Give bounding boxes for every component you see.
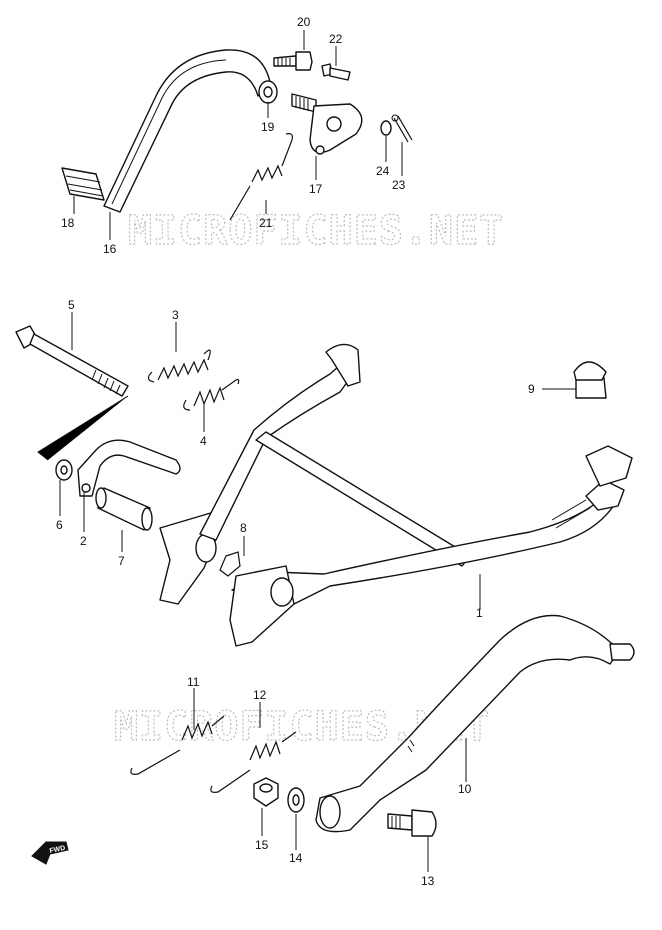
callout-2: 2 bbox=[80, 534, 87, 548]
spring-21 bbox=[229, 133, 293, 221]
callout-13: 13 bbox=[421, 874, 435, 888]
shift-lever-rubber bbox=[61, 167, 105, 201]
callout-18: 18 bbox=[61, 216, 75, 230]
washer-19 bbox=[258, 80, 278, 104]
spring-12 bbox=[210, 731, 297, 793]
callout-21: 21 bbox=[259, 216, 273, 230]
spring-3 bbox=[147, 349, 211, 383]
callout-11: 11 bbox=[187, 675, 200, 689]
pivot-bolt-13 bbox=[387, 809, 437, 837]
callout-17: 17 bbox=[309, 182, 323, 196]
fwd-label: FWD bbox=[49, 845, 66, 855]
collar-7 bbox=[95, 487, 153, 531]
callout-6: 6 bbox=[56, 518, 63, 532]
callout-22: 22 bbox=[329, 32, 343, 46]
clip-8 bbox=[219, 551, 241, 577]
callout-4: 4 bbox=[200, 434, 207, 448]
callout-3: 3 bbox=[172, 308, 179, 322]
callout-16: 16 bbox=[103, 242, 117, 256]
center-stand-1 bbox=[159, 343, 633, 647]
nut-15 bbox=[253, 777, 279, 807]
gear-shift-lever bbox=[103, 49, 271, 213]
washer-24 bbox=[380, 120, 392, 136]
watermark-top: MICROFICHES.NET bbox=[128, 208, 504, 254]
bolt-20 bbox=[273, 51, 313, 71]
washer-14 bbox=[287, 787, 305, 813]
stand-bracket-2 bbox=[77, 439, 181, 497]
callout-9: 9 bbox=[528, 382, 535, 396]
cotter-pin-23 bbox=[391, 114, 413, 143]
shift-arm-17 bbox=[291, 93, 363, 155]
stopper-rubber-9 bbox=[573, 361, 607, 399]
washer-6 bbox=[55, 459, 73, 481]
spring-4 bbox=[183, 378, 240, 411]
callout-10: 10 bbox=[458, 782, 472, 796]
callout-14: 14 bbox=[289, 851, 303, 865]
callout-5: 5 bbox=[68, 298, 75, 312]
brake-pedal-10 bbox=[315, 614, 635, 833]
callout-24: 24 bbox=[376, 164, 390, 178]
callout-20: 20 bbox=[297, 15, 311, 29]
callout-12: 12 bbox=[253, 688, 267, 702]
bolt-5 bbox=[15, 325, 129, 397]
spring-11 bbox=[130, 715, 225, 775]
callout-8: 8 bbox=[240, 521, 247, 535]
bolt-5-axis-line bbox=[37, 395, 129, 461]
fwd-arrow-icon: FWD bbox=[31, 841, 69, 865]
callout-23: 23 bbox=[392, 178, 406, 192]
callout-1: 1 bbox=[476, 606, 483, 620]
callout-19: 19 bbox=[261, 120, 275, 134]
bolt-22 bbox=[321, 63, 351, 81]
callout-15: 15 bbox=[255, 838, 269, 852]
callout-7: 7 bbox=[118, 554, 125, 568]
